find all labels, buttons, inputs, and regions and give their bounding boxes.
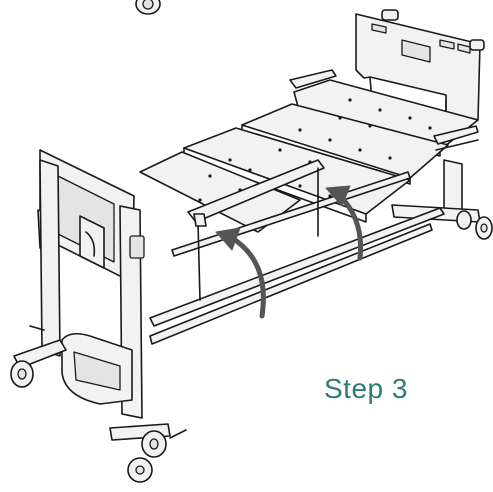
head-board xyxy=(355,9,485,121)
panel-hole xyxy=(358,148,362,152)
rear-side-rail xyxy=(289,69,479,151)
panel-hole xyxy=(248,168,252,172)
front-left-leg xyxy=(39,159,61,357)
panel-hole xyxy=(338,116,342,120)
panel-hole xyxy=(328,138,332,142)
panel-hole xyxy=(278,148,282,152)
panel-hole xyxy=(208,174,212,178)
panel-hole xyxy=(408,116,412,120)
front-right-caster xyxy=(109,423,187,483)
front-side-rail xyxy=(187,159,325,301)
lift-motor-housing xyxy=(61,332,133,405)
step-label: Step 3 xyxy=(324,373,408,404)
panel-hole xyxy=(378,108,382,112)
panel-hole xyxy=(298,184,302,188)
front-left-caster xyxy=(10,325,67,388)
panel-hole xyxy=(198,198,202,202)
panel-hole xyxy=(348,98,352,102)
panel-hole xyxy=(388,156,392,160)
panel-hole xyxy=(298,128,302,132)
top-caster-partial xyxy=(135,0,161,15)
lift-arrow-left xyxy=(215,227,266,319)
panel-hole xyxy=(368,124,372,128)
panel-hole xyxy=(428,126,432,130)
panel-hole xyxy=(228,158,232,162)
lift-arrow-right xyxy=(325,185,364,261)
